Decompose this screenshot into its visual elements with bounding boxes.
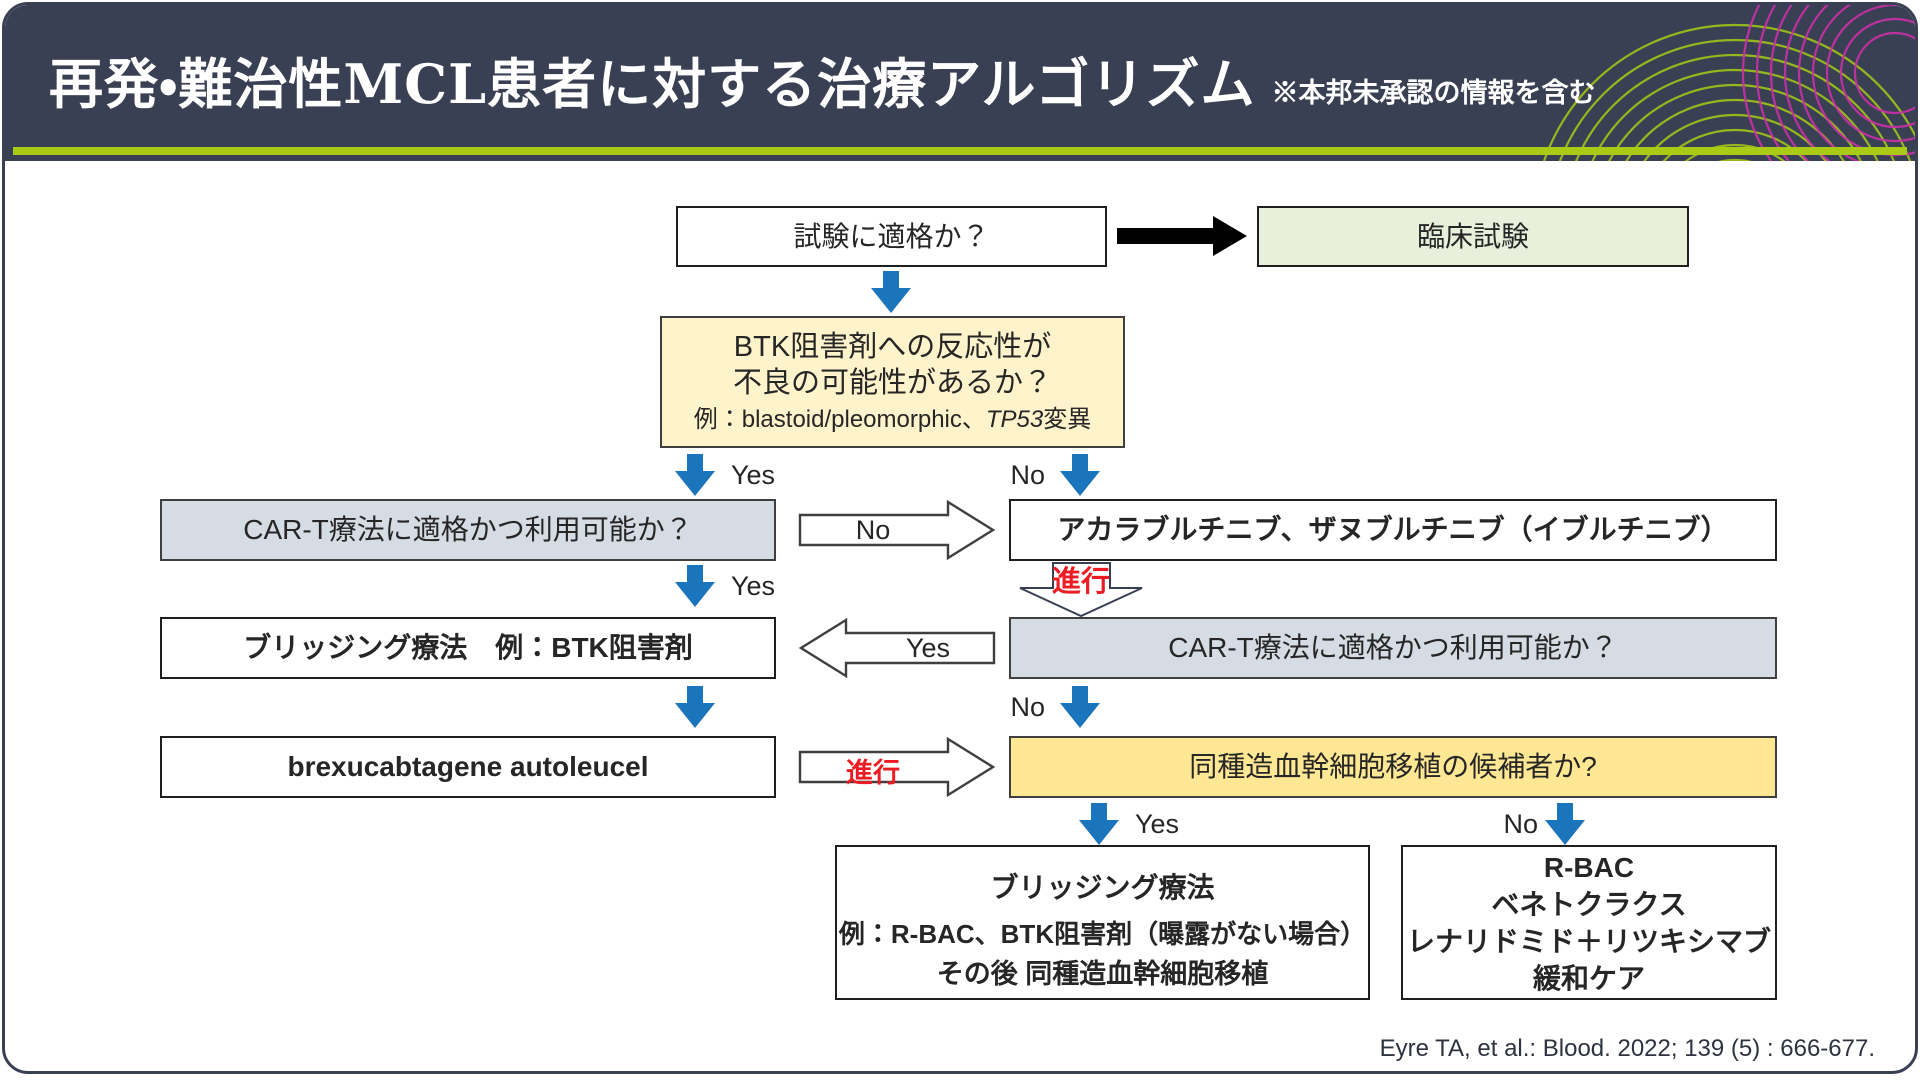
node-trial-question: 試験に適格か？ (676, 206, 1107, 267)
page-title-note: ※本邦未承認の情報を含む (1271, 77, 1596, 109)
node-clinical-trial-label: 臨床試験 (1416, 220, 1529, 252)
arrow-down-no-icon (1060, 454, 1100, 496)
node-allo-question-label: 同種造血幹細胞移植の候補者か? (1189, 751, 1597, 783)
node-bridging-1: ブリッジング療法 例：BTK阻害剤 (160, 617, 776, 679)
alternative-palliative-care: 緩和ケア (1532, 962, 1645, 994)
arrow-down-icon (675, 686, 715, 728)
arrow-right-progression-label: 進行 (846, 758, 900, 788)
alternative-rbac: R-BAC (1543, 851, 1635, 883)
node-btk-question: BTK阻害剤への反応性が 不良の可能性があるか？ 例：blastoid/pleo… (660, 316, 1125, 448)
node-bridging-2: ブリッジング療法 例：R-BAC、BTK阻害剤（曝露がない場合） その後 同種造… (835, 845, 1370, 1000)
arrow-left-yes-label: Yes (905, 633, 951, 663)
branch-label-no: No (1010, 460, 1045, 490)
node-allo-question: 同種造血幹細胞移植の候補者か? (1009, 736, 1777, 798)
arrow-right-no-label: No (855, 515, 891, 545)
node-btki-drugs-label: アカラブルチニブ、ザヌブルチニブ（イブルチニブ） (1057, 514, 1729, 546)
arrow-right-progression-icon (798, 737, 996, 797)
node-brexu: brexucabtagene autoleucel (160, 736, 776, 798)
node-cart-question-1: CAR-T療法に適格かつ利用可能か？ (160, 499, 776, 561)
node-cart-question-1-label: CAR-T療法に適格かつ利用可能か？ (243, 514, 693, 546)
branch-label-no: No (1503, 809, 1538, 839)
node-clinical-trial: 臨床試験 (1257, 206, 1689, 267)
branch-label-yes: Yes (1135, 809, 1180, 839)
arrow-down-yes-icon (1079, 803, 1119, 845)
branch-label-yes: Yes (731, 460, 776, 490)
header-band: 再発・難治性MCL患者に対する治療アルゴリズム ※本邦未承認の情報を含む (5, 5, 1915, 161)
branch-label-no: No (1010, 692, 1045, 722)
header-accent-line (13, 147, 1907, 155)
alternative-lenalidomide-rituximab: レナリドミド＋リツキシマブ (1406, 925, 1771, 957)
btk-question-example: 例：blastoid/pleomorphic、TP53変異 (694, 406, 1092, 435)
branch-label-yes: Yes (731, 571, 776, 601)
alternative-venetoclax: ベネトクラクス (1491, 888, 1687, 920)
btk-example-prefix: 例：blastoid/pleomorphic、 (693, 406, 986, 434)
arrow-down-no-icon (1545, 803, 1585, 845)
arrow-down-yes-icon (675, 565, 715, 607)
progression-label: 進行 (1051, 566, 1110, 598)
page-title: 再発・難治性MCL患者に対する治療アルゴリズム (49, 51, 1256, 116)
node-bridging-2-line2: その後 同種造血幹細胞移植 (936, 958, 1269, 989)
node-alternatives: R-BAC ベネトクラクス レナリドミド＋リツキシマブ 緩和ケア (1401, 845, 1777, 1000)
node-trial-question-label: 試験に適格か？ (793, 220, 990, 252)
arrow-left-yes-icon (798, 618, 996, 678)
arrow-down-icon (871, 271, 911, 313)
btk-question-line2: 不良の可能性があるか？ (732, 367, 1052, 400)
arrow-down-yes-icon (675, 454, 715, 496)
btk-example-suffix: 変異 (1043, 406, 1092, 434)
node-brexu-label: brexucabtagene autoleucel (287, 751, 649, 783)
arrow-down-progression-icon (1019, 562, 1143, 618)
citation: Eyre TA, et al.: Blood. 2022; 139 (5) : … (1379, 1035, 1875, 1062)
node-bridging-2-line1: 例：R-BAC、BTK阻害剤（曝露がない場合） (838, 918, 1367, 949)
swirl-decoration (1542, 5, 1915, 161)
arrow-down-no-icon (1060, 686, 1100, 728)
node-bridging-1-label: ブリッジング療法 例：BTK阻害剤 (243, 632, 693, 664)
node-cart-question-2-label: CAR-T療法に適格かつ利用可能か？ (1168, 632, 1618, 664)
node-bridging-2-title: ブリッジング療法 (990, 872, 1215, 903)
btk-example-gene: TP53 (985, 406, 1044, 434)
arrow-right-no-icon (798, 500, 996, 560)
arrow-right-icon (1117, 216, 1247, 256)
node-cart-question-2: CAR-T療法に適格かつ利用可能か？ (1009, 617, 1777, 679)
btk-question-line1: BTK阻害剤への反応性が (733, 331, 1052, 364)
node-btki-drugs: アカラブルチニブ、ザヌブルチニブ（イブルチニブ） (1009, 499, 1777, 561)
